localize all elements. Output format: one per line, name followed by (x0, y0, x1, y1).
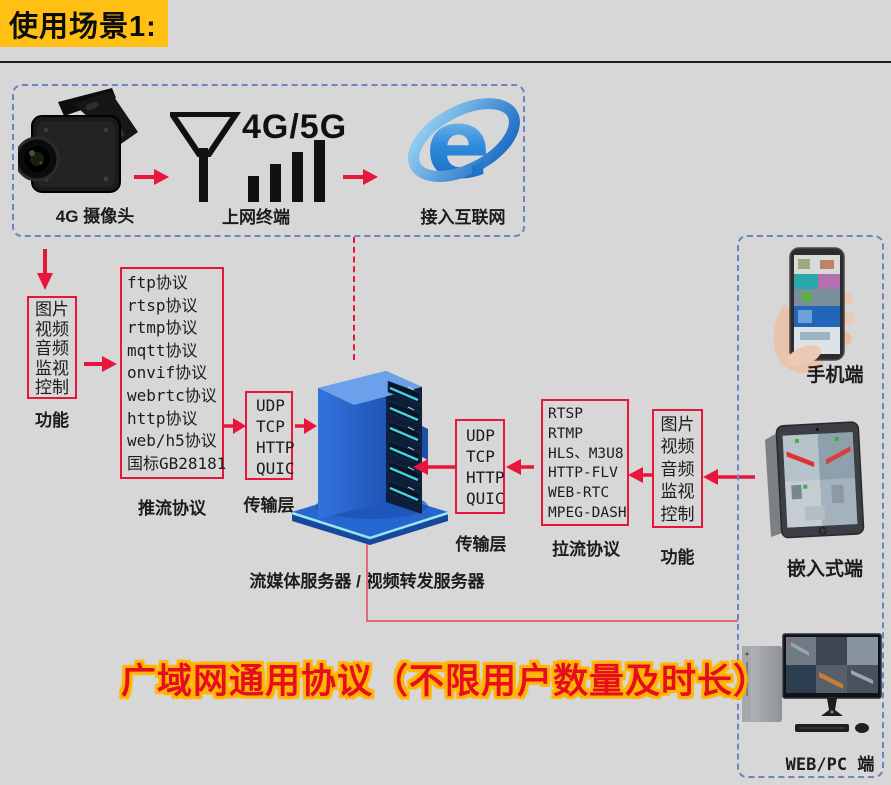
push-transport-caption: 传输层 (243, 496, 295, 515)
transport-item: TCP (256, 417, 285, 436)
transport-item: TCP (466, 447, 495, 466)
protocol-item: RTMP (548, 425, 583, 442)
protocol-item: MPEG-DASH (548, 504, 627, 521)
network-antenna-icon (170, 112, 325, 202)
protocol-item: onvif协议 (127, 363, 208, 383)
terminal-label: 上网终端 (222, 208, 290, 227)
phone-label: 手机端 (806, 365, 864, 386)
pull-protocols-box: RTSP RTMP HLS、M3U8 HTTP-FLV WEB-RTC MPEG… (541, 399, 629, 526)
arrow-right-icon (295, 418, 317, 434)
push-functions-box: 图片 视频 音频 监视 控制 (27, 296, 77, 399)
4g-camera-icon (18, 88, 138, 193)
connector-server-vertical (366, 544, 368, 621)
slogan-text: 广域网通用协议（不限用户数量及时长） (120, 662, 769, 701)
tablet-label: 嵌入式端 (786, 559, 863, 580)
function-item: 图片 (35, 300, 69, 319)
tablet-icon (765, 421, 865, 539)
protocol-item: rtmp协议 (127, 318, 198, 338)
protocol-item: mqtt协议 (127, 340, 198, 360)
page-title: 使用场景1: (9, 10, 157, 43)
protocol-item: http协议 (127, 408, 198, 428)
push-protocols-box: ftp协议 rtsp协议 rtmp协议 mqtt协议 onvif协议 webrt… (120, 267, 227, 479)
pull-functions-caption: 功能 (660, 548, 695, 567)
pull-transport-box: UDP TCP HTTP QUIC (455, 419, 505, 514)
acquisition-flow-box (12, 84, 525, 237)
transport-item: HTTP (466, 468, 505, 487)
protocol-item: RTSP (548, 406, 583, 422)
arrow-right-icon (224, 418, 246, 434)
protocol-item: HLS、M3U8 (548, 445, 624, 462)
media-server-icon (291, 371, 449, 545)
function-item: 图片 (660, 415, 695, 434)
phone-in-hand-icon (773, 247, 855, 373)
arrow-right-icon (343, 169, 378, 185)
arrow-down-icon (37, 249, 53, 290)
arrow-left-icon (506, 459, 534, 475)
function-item: 监视 (660, 482, 695, 502)
protocol-item: web/h5协议 (127, 431, 217, 451)
function-item: 音频 (660, 459, 695, 479)
page-title-bar: 使用场景1: (0, 0, 168, 47)
tech-4g5g-text: 4G/5G (242, 108, 348, 146)
transport-item: HTTP (256, 438, 295, 457)
push-functions-caption: 功能 (35, 411, 69, 430)
divider-line (0, 61, 891, 63)
connector-topbox-server (353, 237, 355, 360)
arrow-right-icon (84, 356, 117, 372)
svg-text:e: e (426, 90, 490, 199)
function-item: 控制 (35, 378, 69, 397)
function-item: 视频 (35, 319, 69, 339)
camera-label: 4G 摄像头 (55, 207, 135, 226)
arrow-left-icon (628, 467, 652, 483)
arrow-right-icon (134, 169, 169, 185)
protocol-item: ftp协议 (127, 273, 188, 292)
pull-functions-box: 图片 视频 音频 监视 控制 (652, 409, 703, 528)
arrow-left-icon (413, 459, 455, 475)
protocol-item: webrtc协议 (127, 385, 217, 405)
push-protocols-caption: 推流协议 (138, 499, 206, 518)
function-item: 音频 (35, 339, 69, 358)
desktop-pc-icon (742, 633, 882, 733)
function-item: 监视 (35, 358, 69, 378)
protocol-item: 国标GB28181 (127, 453, 227, 473)
pull-transport-caption: 传输层 (455, 535, 507, 554)
function-item: 控制 (660, 504, 695, 524)
protocol-item: HTTP-FLV (548, 465, 618, 482)
protocol-item: WEB-RTC (548, 485, 610, 502)
pc-label: WEB/PC 端 (785, 755, 875, 775)
function-item: 视频 (660, 437, 695, 457)
transport-item: UDP (256, 396, 285, 415)
internet-explorer-icon: e (408, 90, 520, 199)
protocol-item: rtsp协议 (127, 295, 198, 315)
pull-protocols-caption: 拉流协议 (552, 540, 620, 559)
connector-server-horizontal (366, 620, 738, 622)
arrow-left-icon (703, 469, 755, 485)
internet-label: 接入互联网 (420, 208, 506, 227)
transport-item: UDP (466, 426, 495, 445)
push-transport-box: UDP TCP HTTP QUIC (245, 391, 295, 480)
client-devices-box (737, 235, 884, 778)
transport-item: QUIC (256, 459, 295, 478)
transport-item: QUIC (466, 489, 505, 508)
